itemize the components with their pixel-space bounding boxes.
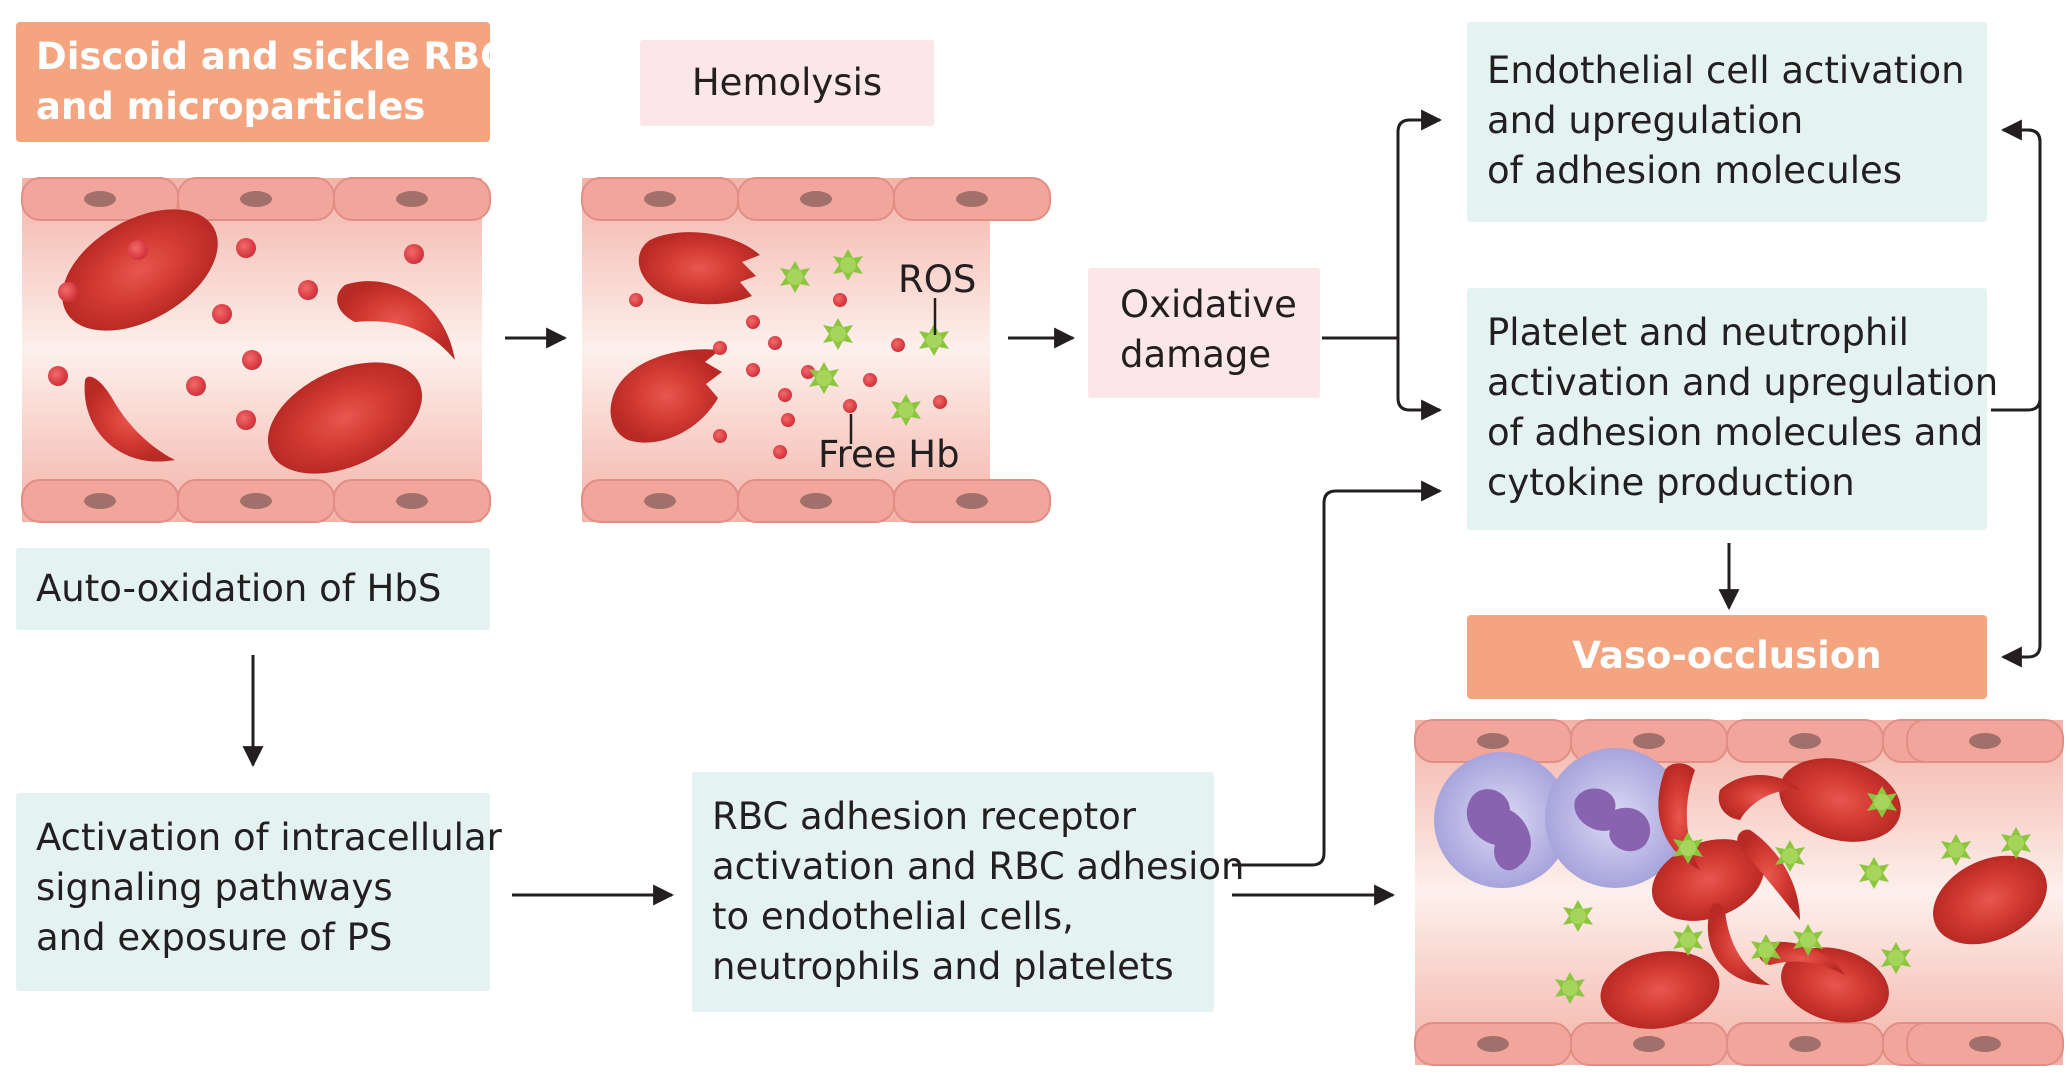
hemolysis-label: Hemolysis bbox=[691, 61, 883, 104]
hemolysis-box: Hemolysis bbox=[640, 40, 934, 126]
endothelial-line-3: of adhesion molecules bbox=[1487, 149, 1903, 192]
platelet-line-3: of adhesion molecules and bbox=[1487, 411, 1984, 454]
discoid-line-1: Discoid and sickle RBC bbox=[36, 35, 508, 78]
oxidative-line-2: damage bbox=[1120, 333, 1272, 376]
ros-label: ROS bbox=[898, 258, 976, 301]
free-hb-label: Free Hb bbox=[818, 433, 960, 476]
auto-oxidation-box: Auto-oxidation of HbS bbox=[16, 548, 490, 630]
platelet-line-4: cytokine production bbox=[1487, 461, 1855, 504]
platelet-neutrophil-box: Platelet and neutrophil activation and u… bbox=[1467, 288, 1999, 530]
rbc-adhesion-line-1: RBC adhesion receptor bbox=[712, 795, 1136, 838]
arrow-platelet-to-endothelial bbox=[1991, 119, 2042, 412]
activation-line-2: signaling pathways bbox=[36, 866, 393, 909]
vessel-discoid-rbc-illustration bbox=[21, 177, 491, 523]
arrow-oxidative-to-endothelial bbox=[1322, 109, 1443, 340]
activation-line-1: Activation of intracellular bbox=[36, 816, 502, 859]
vaso-occlusion-box: Vaso-occlusion bbox=[1467, 615, 1987, 699]
rbc-adhesion-line-3: to endothelial cells, bbox=[712, 895, 1074, 938]
platelet-line-1: Platelet and neutrophil bbox=[1487, 311, 1909, 354]
auto-oxidation-label: Auto-oxidation of HbS bbox=[36, 567, 442, 610]
vaso-occlusion-label: Vaso-occlusion bbox=[1572, 634, 1882, 677]
vessel-hemolysis-illustration: ROS Free Hb bbox=[581, 177, 1051, 523]
oxidative-line-1: Oxidative bbox=[1120, 283, 1297, 326]
platelet-line-2: activation and upregulation bbox=[1487, 361, 1999, 404]
intracellular-signaling-box: Activation of intracellular signaling pa… bbox=[16, 793, 502, 991]
arrow-oxidative-to-platelet bbox=[1396, 338, 1443, 421]
rbc-adhesion-line-2: activation and RBC adhesion bbox=[712, 845, 1245, 888]
activation-line-3: and exposure of PS bbox=[36, 916, 393, 959]
discoid-line-2: and microparticles bbox=[36, 85, 426, 128]
neutrophil-2 bbox=[1545, 748, 1685, 888]
discoid-sickle-rbc-box: Discoid and sickle RBC and microparticle… bbox=[16, 22, 508, 142]
rbc-adhesion-line-4: neutrophils and platelets bbox=[712, 945, 1174, 988]
vessel-vaso-occlusion-illustration bbox=[1414, 719, 2064, 1066]
neutrophil-1 bbox=[1434, 752, 1570, 888]
rbc-adhesion-box: RBC adhesion receptor activation and RBC… bbox=[692, 772, 1245, 1012]
oxidative-damage-box: Oxidative damage bbox=[1088, 268, 1320, 398]
arrow-endothelial-to-vaso-occlusion bbox=[2000, 128, 2042, 668]
endothelial-line-1: Endothelial cell activation bbox=[1487, 49, 1965, 92]
arrow-rbc-adhesion-to-platelet bbox=[1232, 480, 1443, 867]
endothelial-line-2: and upregulation bbox=[1487, 99, 1804, 142]
endothelial-activation-box: Endothelial cell activation and upregula… bbox=[1467, 22, 1987, 222]
